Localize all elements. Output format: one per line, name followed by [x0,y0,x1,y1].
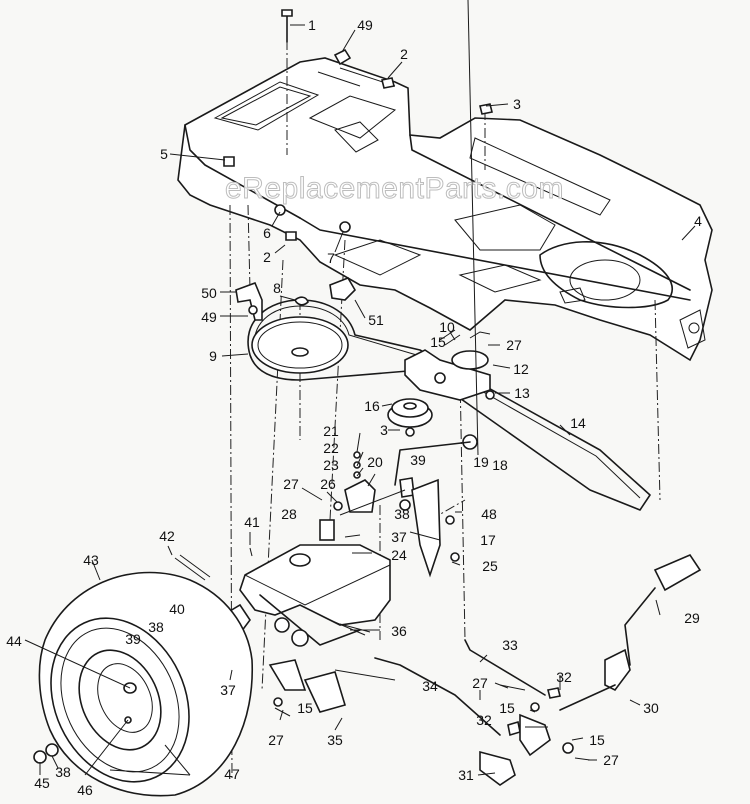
callout-38b[interactable]: 38 [148,619,164,635]
callout-22[interactable]: 22 [323,440,339,456]
callout-3b[interactable]: 3 [380,422,388,438]
callout-9[interactable]: 9 [209,348,217,364]
callout-23[interactable]: 23 [323,457,339,473]
assembly-lines [229,40,661,781]
callout-39[interactable]: 39 [410,452,426,468]
callout-33[interactable]: 33 [502,637,518,653]
callout-27d[interactable]: 27 [603,752,619,768]
callout-47[interactable]: 47 [224,766,240,782]
brake-bracket[interactable] [268,659,396,717]
brake-rod[interactable] [464,639,561,712]
callout-39b[interactable]: 39 [125,631,141,647]
callout-15d[interactable]: 15 [589,732,605,748]
callout-38[interactable]: 38 [394,506,410,522]
transaxle[interactable] [214,519,391,647]
idler-pulley[interactable] [387,398,433,428]
hardware [223,9,495,578]
drive-pulley[interactable] [251,316,349,374]
callout-36[interactable]: 36 [391,623,407,639]
callout-17[interactable]: 17 [480,532,496,548]
callout-31[interactable]: 31 [458,767,474,783]
callout-2[interactable]: 2 [400,46,408,62]
callout-28[interactable]: 28 [281,506,297,522]
callout-34[interactable]: 34 [422,678,438,694]
callout-6[interactable]: 6 [263,225,271,241]
callout-12[interactable]: 12 [513,361,529,377]
callout-2b[interactable]: 2 [263,249,271,265]
callout-3[interactable]: 3 [513,96,521,112]
callout-46[interactable]: 46 [77,782,93,798]
callout-43[interactable]: 43 [83,552,99,568]
callout-7[interactable]: 7 [327,250,335,266]
callout-10[interactable]: 10 [439,319,455,335]
callout-27b[interactable]: 27 [283,476,299,492]
callout-24[interactable]: 24 [391,547,407,563]
callout-42[interactable]: 42 [159,528,175,544]
callout-5[interactable]: 5 [160,146,168,162]
callout-35[interactable]: 35 [327,732,343,748]
callout-25[interactable]: 25 [482,558,498,574]
leader-lines [24,0,696,776]
callout-20[interactable]: 20 [367,454,383,470]
callout-50[interactable]: 50 [201,285,217,301]
callout-4[interactable]: 4 [694,213,702,229]
callout-30[interactable]: 30 [643,700,659,716]
callout-27e[interactable]: 27 [268,732,284,748]
frame[interactable] [177,57,713,362]
callout-13[interactable]: 13 [514,385,530,401]
watermark: eReplacementParts.com [225,172,564,206]
callout-38c[interactable]: 38 [55,764,71,780]
callout-27c[interactable]: 27 [472,675,488,691]
callout-51[interactable]: 51 [368,312,384,328]
rear-wheel[interactable] [25,571,254,804]
callout-27[interactable]: 27 [506,337,522,353]
callout-44[interactable]: 44 [6,633,22,649]
callout-14[interactable]: 14 [570,415,586,431]
callout-15[interactable]: 15 [430,334,446,350]
callout-16[interactable]: 16 [364,398,380,414]
callout-49b[interactable]: 49 [201,309,217,325]
callout-40[interactable]: 40 [169,601,185,617]
callout-41[interactable]: 41 [244,514,260,530]
callout-32[interactable]: 32 [556,669,572,685]
callout-37b[interactable]: 37 [220,682,236,698]
clutch-rod[interactable] [374,657,551,786]
callout-8[interactable]: 8 [273,280,281,296]
callout-45[interactable]: 45 [34,775,50,791]
callout-32b[interactable]: 32 [476,712,492,728]
shift-lever[interactable] [559,554,702,761]
callout-48[interactable]: 48 [481,506,497,522]
callout-1[interactable]: 1 [308,17,316,33]
axle-spring [174,554,211,581]
callout-26[interactable]: 26 [320,476,336,492]
callout-37[interactable]: 37 [391,529,407,545]
callout-49[interactable]: 49 [357,17,373,33]
callout-15c[interactable]: 15 [297,700,313,716]
callout-21[interactable]: 21 [323,423,339,439]
callout-15b[interactable]: 15 [499,700,515,716]
callout-18[interactable]: 18 [492,457,508,473]
callout-29[interactable]: 29 [684,610,700,626]
idler-bracket[interactable] [404,349,491,401]
callout-19[interactable]: 19 [473,454,489,470]
